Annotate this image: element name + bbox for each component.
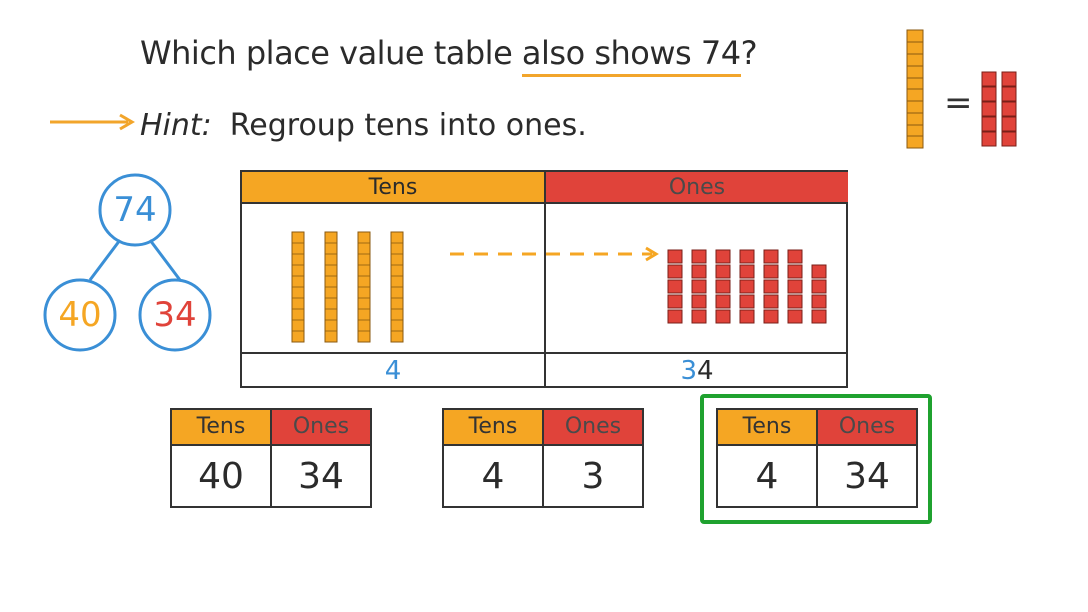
- option-table-1[interactable]: Tens Ones 40 34: [170, 408, 372, 508]
- ten-rod-icon: [906, 29, 924, 149]
- bond-left: 40: [58, 295, 102, 335]
- option-3-tens-header: Tens: [718, 410, 816, 444]
- unit-cube-icon: [787, 249, 803, 264]
- option-3-ones-value: 34: [844, 456, 890, 497]
- unit-cube-icon: [691, 279, 707, 294]
- whole-circle: [98, 173, 172, 247]
- unit-cube-icon: [763, 309, 779, 324]
- unit-cube-icon: [763, 249, 779, 264]
- unit-cube-icon: [667, 309, 683, 324]
- option-table-3[interactable]: Tens Ones 4 34: [716, 408, 918, 508]
- unit-cube-icon: [763, 294, 779, 309]
- unit-cube-icon: [739, 249, 755, 264]
- base-ten-blocks: [291, 231, 827, 343]
- bond-whole: 74: [113, 190, 157, 230]
- unit-cube-icon: [811, 309, 827, 324]
- option-2-tens-value: 4: [481, 456, 505, 497]
- unit-cube-icon: [763, 279, 779, 294]
- hint-text: Regroup tens into ones.: [229, 108, 587, 143]
- tens-header: Tens: [242, 172, 544, 202]
- hint-label: Hint:: [140, 108, 212, 143]
- unit-cube-icon: [763, 264, 779, 279]
- unit-cube-icon: [787, 279, 803, 294]
- unit-cube-icon: [739, 294, 755, 309]
- equals-sign: =: [944, 83, 973, 123]
- equivalence: =: [902, 28, 1032, 156]
- option-1-ones-header: Ones: [272, 410, 370, 444]
- option-1-ones-value: 34: [298, 456, 344, 497]
- selected-answer-frame: [700, 394, 932, 524]
- unit-cube-icon: [715, 249, 731, 264]
- ones-value-rest: 4: [697, 356, 714, 386]
- unit-cube-icon: [715, 309, 731, 324]
- number-bond-diagram: [43, 173, 212, 352]
- question-prefix: Which place value table: [140, 34, 522, 72]
- unit-cube-icon: [787, 264, 803, 279]
- unit-cube-icon: [787, 309, 803, 324]
- option-2-ones-value: 3: [581, 456, 605, 497]
- tens-value: 4: [384, 356, 402, 386]
- option-3-ones-header: Ones: [818, 410, 916, 444]
- bond-right: 34: [153, 295, 197, 335]
- unit-cube-icon: [691, 264, 707, 279]
- unit-cube-icon: [715, 264, 731, 279]
- ten-rod-equals-ten-units: =: [906, 29, 1017, 149]
- option-table-2[interactable]: Tens Ones 4 3: [442, 408, 644, 508]
- regroup-arrow-icon: [450, 246, 659, 262]
- ten-units-icon: [981, 71, 1017, 147]
- unit-cube-icon: [667, 249, 683, 264]
- question-highlight: also shows 74: [521, 34, 741, 77]
- unit-cube-icon: [787, 294, 803, 309]
- hint: Hint: Regroup tens into ones.: [140, 108, 587, 143]
- part-left-circle: [43, 278, 117, 352]
- unit-cube-icon: [739, 279, 755, 294]
- unit-cube-icon: [667, 294, 683, 309]
- unit-cube-icon: [667, 264, 683, 279]
- ones-value: 34: [546, 356, 848, 386]
- question-text: Which place value table also shows 74?: [140, 34, 758, 77]
- unit-cube-icon: [715, 279, 731, 294]
- ten-rod-icon: [291, 231, 305, 343]
- main-place-value-table: Tens Ones 4 34: [240, 170, 848, 388]
- ones-header: Ones: [546, 172, 848, 202]
- unit-cube-icon: [715, 294, 731, 309]
- option-2-tens-header: Tens: [444, 410, 542, 444]
- unit-cube-icon: [691, 309, 707, 324]
- unit-cube-icon: [811, 294, 827, 309]
- part-right-circle: [138, 278, 212, 352]
- option-3-tens-value: 4: [755, 456, 779, 497]
- option-2-ones-header: Ones: [544, 410, 642, 444]
- unit-cube-icon: [811, 264, 827, 279]
- ten-rod-icon: [324, 231, 338, 343]
- ones-value-regrouped: 3: [680, 356, 697, 386]
- hint-arrow-icon: [50, 113, 135, 131]
- unit-cube-icon: [667, 279, 683, 294]
- unit-cube-icon: [739, 309, 755, 324]
- option-1-tens-value: 40: [198, 456, 244, 497]
- option-1-tens-header: Tens: [172, 410, 270, 444]
- question-suffix: ?: [740, 34, 758, 72]
- ten-rod-icon: [357, 231, 371, 343]
- unit-cube-icon: [691, 294, 707, 309]
- unit-cube-icon: [691, 249, 707, 264]
- unit-cube-icon: [739, 264, 755, 279]
- unit-cube-icon: [811, 279, 827, 294]
- ten-rod-icon: [390, 231, 404, 343]
